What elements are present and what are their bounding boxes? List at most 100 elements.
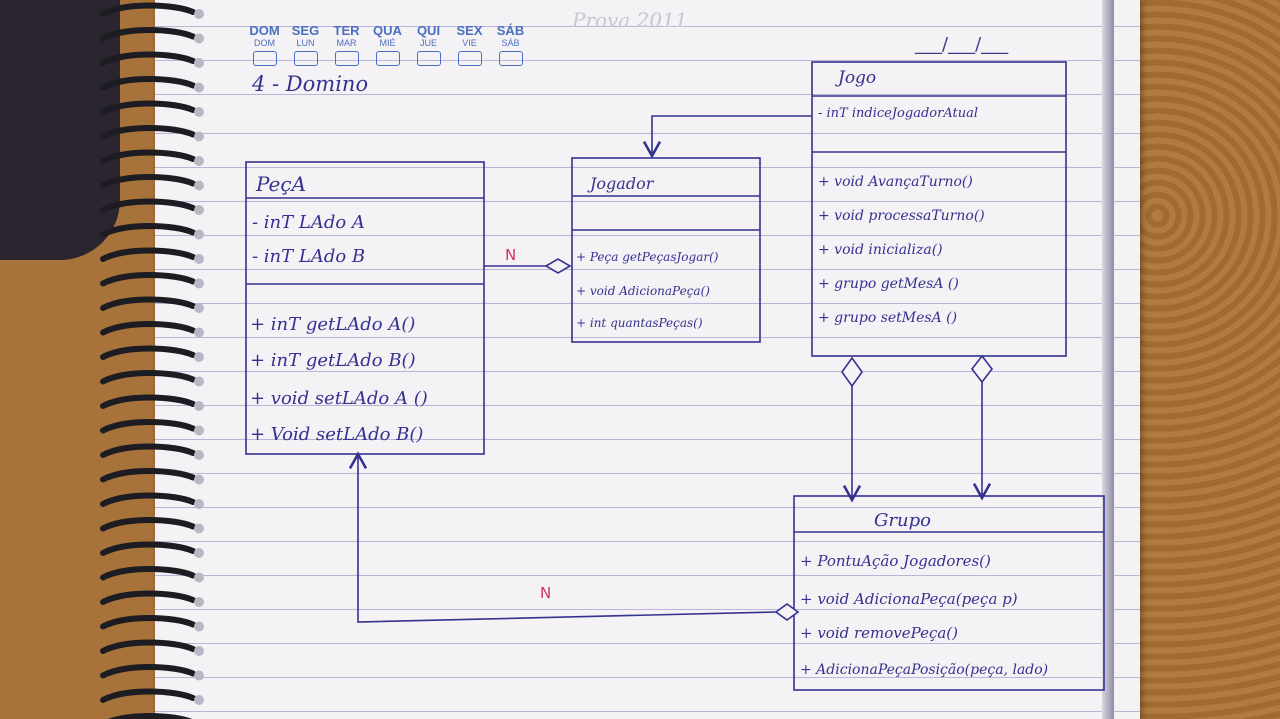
- class-name-grupo: Grupo: [874, 510, 931, 531]
- spiral-coil: [100, 688, 196, 703]
- day-checkbox: [457, 51, 482, 66]
- spiral-coil: [100, 149, 196, 164]
- spiral-coil: [100, 76, 196, 91]
- binding-hole: [194, 107, 204, 117]
- day-es: SÁB: [501, 38, 520, 48]
- diamond-grupo: [774, 603, 800, 621]
- binding-hole: [194, 474, 204, 485]
- method-grupo: + void AdicionaPeça(peça p): [800, 590, 1018, 608]
- binding-hole: [194, 9, 204, 19]
- multiplicity-label: N: [505, 246, 517, 264]
- spiral-coil: [100, 345, 196, 360]
- binding-hole: [194, 401, 204, 411]
- day-checkbox: [252, 51, 277, 66]
- class-box-jogo: [811, 61, 1067, 357]
- binding-hole: [194, 180, 204, 191]
- binding-hole: [194, 499, 204, 509]
- spiral-coil: [100, 296, 196, 311]
- day-es: MAR: [336, 38, 357, 48]
- binding-hole: [194, 254, 204, 264]
- day-pt: DOM: [249, 23, 280, 38]
- method-jogador: + int quantasPeças(): [576, 316, 703, 330]
- spiral-coil: [100, 174, 196, 189]
- day-es: LUN: [296, 38, 315, 48]
- binding-hole: [194, 33, 204, 44]
- spiral-coil: [100, 223, 196, 238]
- faint-header-text: Prova 2011: [572, 8, 688, 32]
- binding-hole: [194, 572, 204, 583]
- diamond-jogo-1: [841, 356, 863, 388]
- spiral-coil: [100, 566, 196, 581]
- spiral-coil: [100, 272, 196, 287]
- attribute-peca: - inT LAdo B: [252, 246, 366, 267]
- class-name-jogo: Jogo: [838, 68, 877, 88]
- method-grupo: + PontuAção Jogadores(): [800, 552, 991, 570]
- method-jogo: + void AvançaTurno(): [818, 174, 973, 190]
- method-grupo: + AdicionaPeçaPosição(peça, lado): [800, 662, 1049, 678]
- page-title: 4 - Domino: [252, 72, 369, 96]
- day-pt: QUA: [373, 23, 402, 38]
- class-box-jogador: [571, 157, 761, 343]
- day-es: VIE: [462, 38, 477, 48]
- spiral-coil: [100, 590, 196, 605]
- binding-hole: [194, 621, 204, 632]
- method-peca: + Void setLAdo B(): [250, 424, 424, 445]
- spiral-coil: [100, 419, 196, 434]
- page-edge: [1102, 0, 1114, 719]
- day-checkbox: [375, 51, 400, 66]
- attribute-jogo: - inT indiceJogadorAtual: [818, 106, 978, 121]
- binding-hole: [194, 327, 204, 338]
- class-box-grupo: [793, 495, 1105, 691]
- binding-hole: [194, 425, 204, 436]
- binding-hole: [194, 548, 204, 558]
- binding-hole: [194, 229, 204, 240]
- spiral-coil: [100, 321, 196, 336]
- binding-hole: [194, 58, 204, 68]
- notebook-page: [155, 0, 1140, 719]
- binding-hole: [194, 670, 204, 681]
- day-checkbox: [416, 51, 441, 66]
- binding-hole: [194, 205, 204, 215]
- spiral-coil: [100, 468, 196, 483]
- spiral-binding: [100, 2, 204, 719]
- binding-hole: [194, 156, 204, 166]
- spiral-coil: [100, 2, 196, 17]
- method-jogador: + void AdicionaPeça(): [576, 284, 710, 298]
- method-jogador: + Peça getPeçasJogar(): [576, 250, 719, 264]
- class-name-jogador: Jogador: [590, 174, 654, 193]
- binding-hole: [194, 303, 204, 313]
- binding-hole: [194, 695, 204, 705]
- day-checkbox: [498, 51, 523, 66]
- day-es: JUE: [419, 38, 437, 48]
- method-grupo: + void removePeça(): [800, 624, 959, 642]
- day-pt: SEX: [456, 23, 483, 38]
- method-peca: + inT getLAdo B(): [250, 350, 416, 371]
- spiral-coil: [100, 615, 196, 630]
- binding-hole: [194, 352, 204, 362]
- attribute-peca: - inT LAdo A: [252, 212, 365, 233]
- binding-hole: [194, 597, 204, 607]
- spiral-coil: [100, 517, 196, 532]
- binding-hole: [194, 450, 204, 460]
- day-pt: SÁB: [496, 23, 525, 38]
- class-name-peca: PeçA: [256, 172, 307, 196]
- binding-hole: [194, 82, 204, 93]
- date-blank: ___/___/___: [915, 34, 1009, 55]
- method-jogo: + grupo getMesA (): [818, 276, 959, 292]
- method-peca: + void setLAdo A (): [250, 388, 428, 409]
- assoc-grupo-peca: [348, 451, 777, 623]
- day-es: MIÉ: [379, 38, 396, 48]
- spiral-coil: [100, 394, 196, 409]
- diamond-jogador: [544, 258, 572, 274]
- spiral-coil: [100, 541, 196, 556]
- spiral-coil: [100, 27, 196, 42]
- method-jogo: + grupo setMesA (): [818, 310, 958, 326]
- spiral-coil: [100, 100, 196, 115]
- class-box-peca: [245, 161, 485, 455]
